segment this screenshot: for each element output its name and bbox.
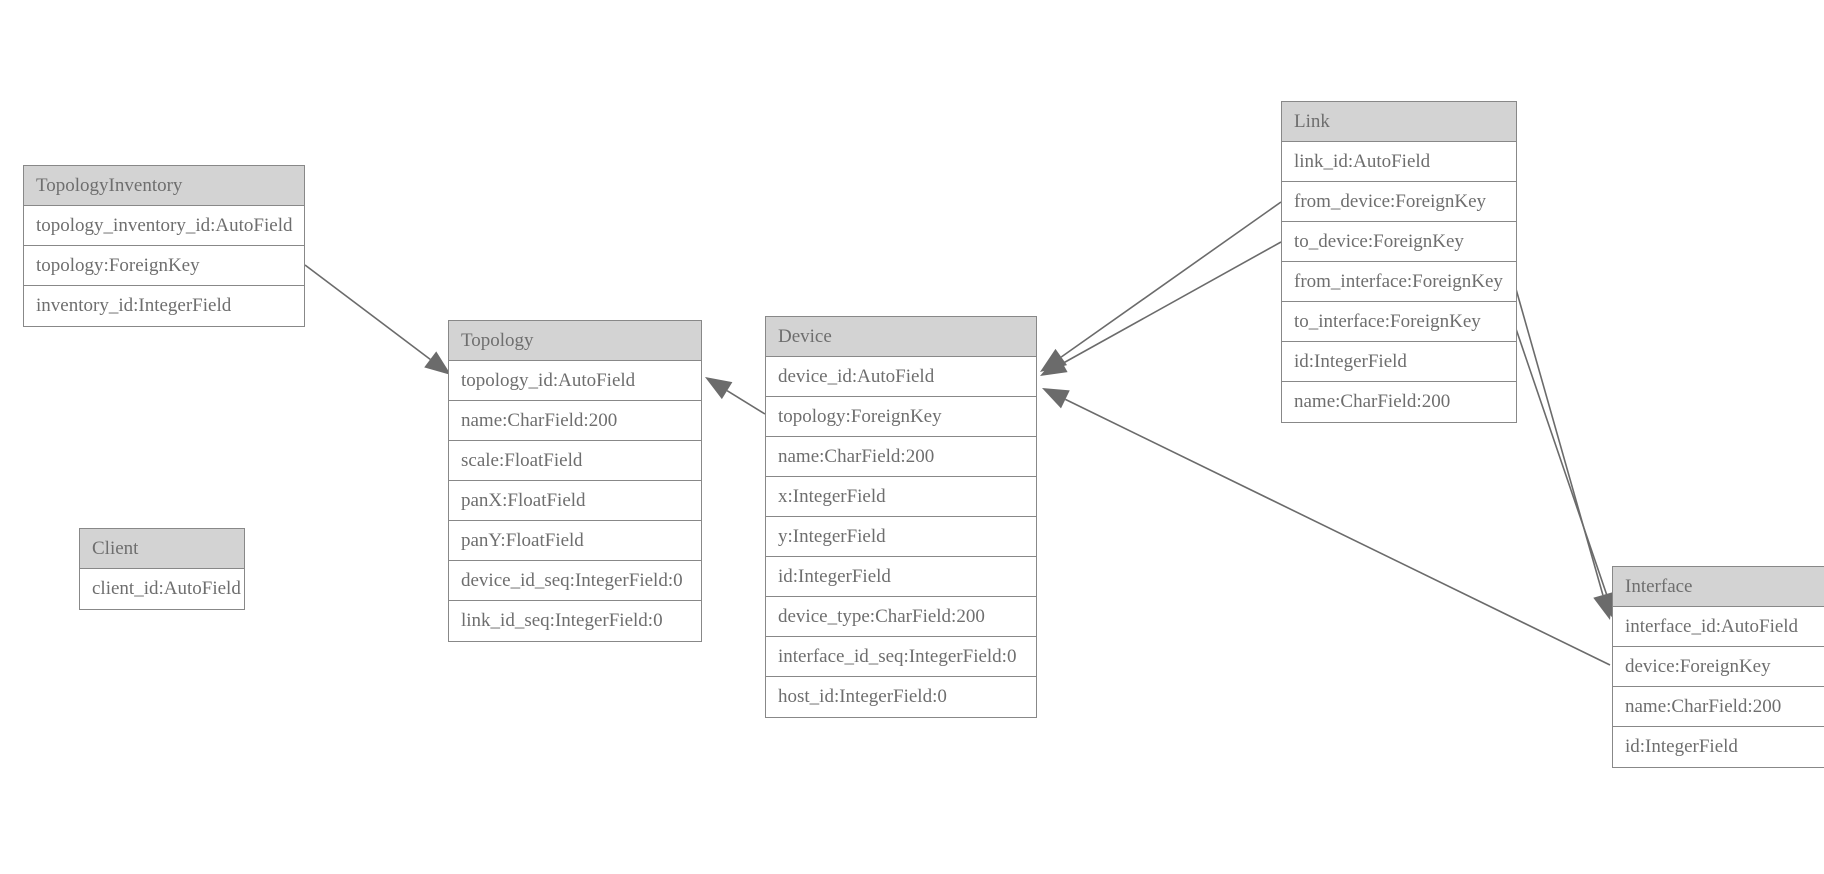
relation-line (1513, 322, 1609, 598)
attribute-row[interactable]: host_id:IntegerField:0 (766, 677, 1036, 717)
relation-arrowhead (1042, 388, 1070, 409)
attribute-row[interactable]: link_id:AutoField (1282, 142, 1516, 182)
rel-device-topology (705, 377, 766, 415)
rel-interface-device (1042, 388, 1611, 666)
entity-title-topology_inventory: TopologyInventory (24, 166, 304, 206)
relation-arrowhead (424, 351, 451, 375)
entity-title-device: Device (766, 317, 1036, 357)
attribute-row[interactable]: link_id_seq:IntegerField:0 (449, 601, 701, 641)
attribute-row[interactable]: topology_inventory_id:AutoField (24, 206, 304, 246)
attribute-row[interactable]: inventory_id:IntegerField (24, 286, 304, 326)
attribute-row[interactable]: device_id_seq:IntegerField:0 (449, 561, 701, 601)
attribute-row[interactable]: name:CharField:200 (1613, 687, 1824, 727)
attribute-row[interactable]: name:CharField:200 (449, 401, 701, 441)
relation-line (1060, 201, 1282, 358)
attribute-row[interactable]: device_id:AutoField (766, 357, 1036, 397)
entity-title-interface: Interface (1613, 567, 1824, 607)
attribute-row[interactable]: name:CharField:200 (766, 437, 1036, 477)
attribute-row[interactable]: y:IntegerField (766, 517, 1036, 557)
relation-line (1065, 398, 1611, 666)
entity-title-link: Link (1282, 102, 1516, 142)
rel-link-tointerface-interface (1513, 322, 1618, 622)
attribute-row[interactable]: topology:ForeignKey (766, 397, 1036, 437)
attribute-row[interactable]: scale:FloatField (449, 441, 701, 481)
relation-arrowhead (705, 377, 733, 400)
attribute-row[interactable]: to_device:ForeignKey (1282, 222, 1516, 262)
attribute-row[interactable]: client_id:AutoField (80, 569, 244, 609)
attribute-row[interactable]: device_type:CharField:200 (766, 597, 1036, 637)
entity-attributes-client: client_id:AutoField (80, 569, 244, 609)
attribute-row[interactable]: panY:FloatField (449, 521, 701, 561)
relation-line (304, 264, 431, 360)
relation-arrowhead (1593, 592, 1613, 620)
attribute-row[interactable]: panX:FloatField (449, 481, 701, 521)
relation-line (726, 389, 766, 415)
attribute-row[interactable]: x:IntegerField (766, 477, 1036, 517)
entity-title-topology: Topology (449, 321, 701, 361)
attribute-row[interactable]: from_device:ForeignKey (1282, 182, 1516, 222)
attribute-row[interactable]: interface_id:AutoField (1613, 607, 1824, 647)
attribute-row[interactable]: id:IntegerField (1613, 727, 1824, 767)
attribute-row[interactable]: to_interface:ForeignKey (1282, 302, 1516, 342)
attribute-row[interactable]: device:ForeignKey (1613, 647, 1824, 687)
rel-link-fromdevice-device (1040, 201, 1282, 372)
attribute-row[interactable]: from_interface:ForeignKey (1282, 262, 1516, 302)
attribute-row[interactable]: interface_id_seq:IntegerField:0 (766, 637, 1036, 677)
rel-topologyinventory-topology (304, 264, 451, 375)
relation-arrowhead (1040, 348, 1068, 372)
rel-link-frominterface-interface (1513, 281, 1613, 620)
attribute-row[interactable]: name:CharField:200 (1282, 382, 1516, 422)
attribute-row[interactable]: topology_id:AutoField (449, 361, 701, 401)
attribute-row[interactable]: id:IntegerField (766, 557, 1036, 597)
attribute-row[interactable]: id:IntegerField (1282, 342, 1516, 382)
rel-link-todevice-device (1040, 241, 1282, 376)
relation-line (1062, 241, 1282, 365)
attribute-row[interactable]: topology:ForeignKey (24, 246, 304, 286)
entity-title-client: Client (80, 529, 244, 569)
relation-arrowhead (1040, 354, 1068, 376)
relation-line (1513, 281, 1604, 596)
